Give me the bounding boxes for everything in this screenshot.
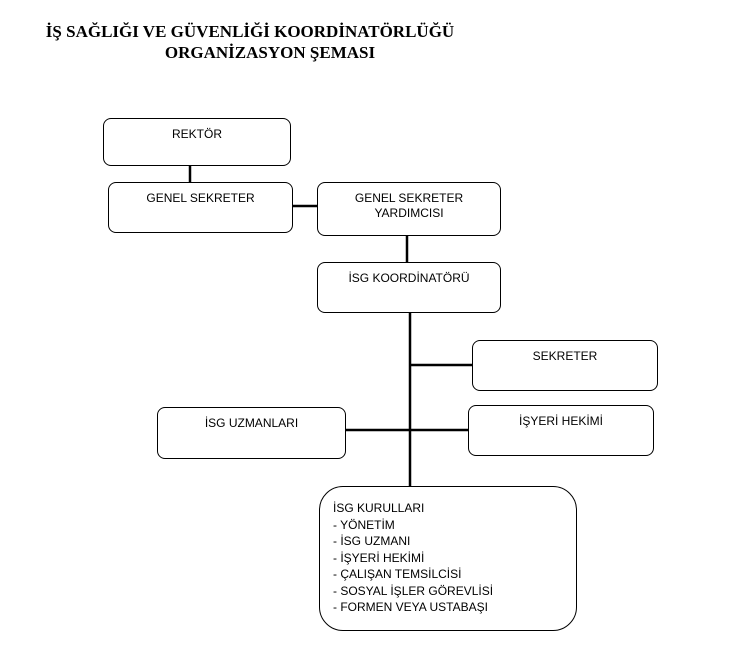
chart-title-line2: ORGANİZASYON ŞEMASI: [164, 43, 376, 62]
node-label: İSG UZMANLARI: [204, 416, 299, 430]
node-label: İŞYERİ HEKİMİ: [518, 414, 604, 428]
node-label: GENEL SEKRETER: [146, 191, 255, 205]
node-isyeri-hekimi: İŞYERİ HEKİMİ: [468, 405, 654, 456]
list-item: - İŞYERİ HEKİMİ: [333, 550, 425, 565]
node-sekreter: SEKRETER: [472, 340, 658, 391]
list-item: - İSG UZMANI: [333, 534, 411, 548]
node-label: İSG KURULLARI: [333, 501, 425, 515]
list-item: - ÇALIŞAN TEMSİLCİSİ: [333, 567, 462, 581]
node-isg-kurullari: İSG KURULLARI - YÖNETİM - İSG UZMANI - İ…: [319, 486, 577, 631]
node-rektor: REKTÖR: [103, 118, 291, 166]
list-item: - FORMEN VEYA USTABAŞI: [333, 600, 488, 614]
chart-title-line1: İŞ SAĞLIĞI VE GÜVENLİĞİ KOORDİNATÖRLÜĞÜ: [45, 22, 455, 41]
node-isg-koordinatoru: İSG KOORDİNATÖRÜ: [317, 262, 501, 313]
list-item: - YÖNETİM: [333, 517, 395, 532]
node-genel-sekreter: GENEL SEKRETER: [108, 182, 293, 233]
node-isg-uzmanlari: İSG UZMANLARI: [157, 407, 346, 459]
list-item: - SOSYAL İŞLER GÖREVLİSİ: [333, 583, 494, 598]
node-label: YARDIMCISI: [374, 206, 444, 220]
node-label: SEKRETER: [532, 349, 598, 363]
node-label: REKTÖR: [171, 127, 222, 141]
node-label: GENEL SEKRETER: [354, 191, 464, 205]
node-label: İSG KOORDİNATÖRÜ: [348, 271, 470, 285]
